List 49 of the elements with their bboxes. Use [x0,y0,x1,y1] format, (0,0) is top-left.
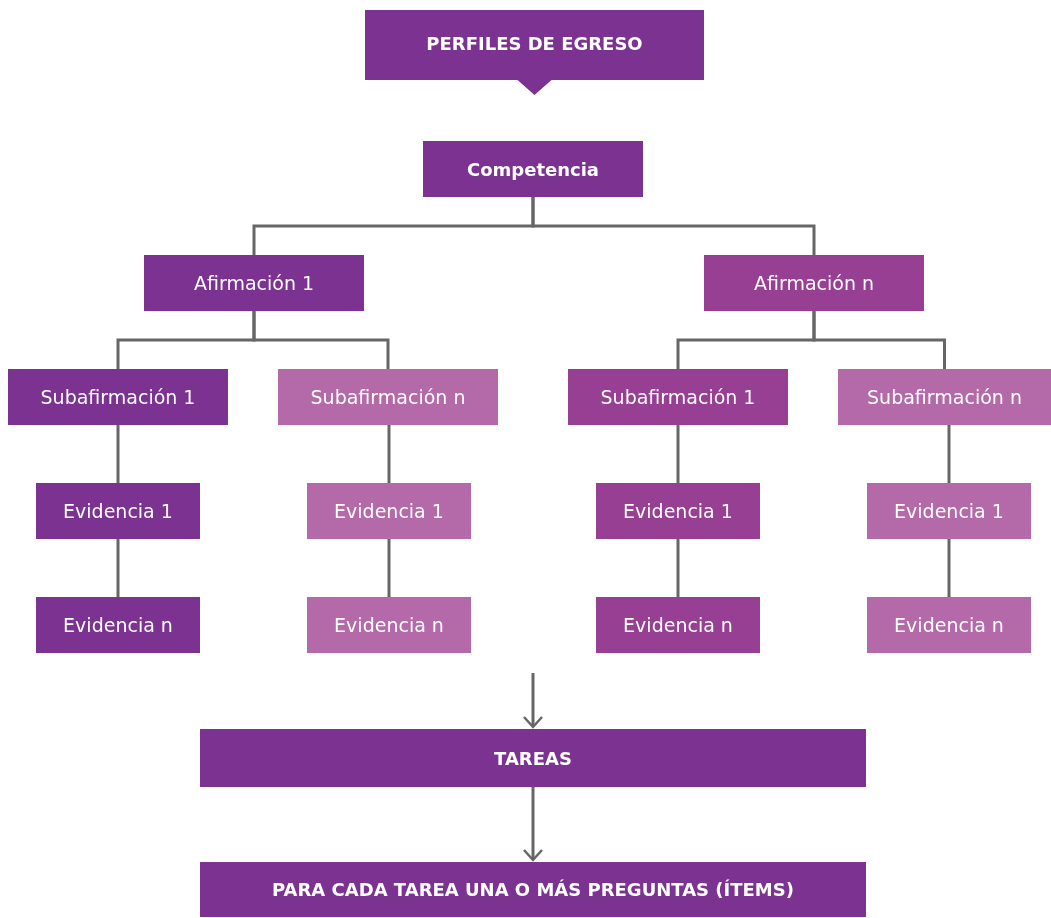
node-label: Evidencia n [894,614,1004,636]
connector-line [812,311,946,369]
node-label: Evidencia 1 [334,500,444,522]
process-box [144,255,364,311]
connector-line [947,425,951,483]
connector-line [252,311,390,369]
process-box [704,255,924,311]
arrow [522,673,544,729]
process-box [423,141,643,197]
process-box [596,597,760,653]
process-box [36,597,200,653]
node-label: PARA CADA TAREA UNA O MÁS PREGUNTAS (ÍTEMS) [272,879,794,900]
connector-line [676,425,680,483]
connector-line [531,197,816,255]
node-label: Evidencia 1 [894,500,1004,522]
node-label: Evidencia 1 [623,500,733,522]
node-label: Subafirmación n [867,386,1022,408]
connector-line [116,425,120,483]
node-label: Evidencia n [334,614,444,636]
connector-line [387,539,391,597]
process-box [867,597,1031,653]
node-label: Evidencia 1 [63,500,173,522]
process-box [278,369,498,425]
process-box [36,483,200,539]
node-label: Subafirmación n [310,386,466,408]
process-box [8,369,228,425]
node-label: Competencia [466,158,599,180]
connector-line [116,539,120,597]
connector-line [947,539,951,597]
node-label: TAREAS [494,747,572,769]
node-label: Evidencia n [623,614,733,636]
process-box [867,483,1031,539]
callout-box [365,10,704,95]
connector-line [387,425,391,483]
node-label: Evidencia n [63,614,173,636]
node-label: Afirmación 1 [193,272,315,294]
node-label: Afirmación n [753,272,875,294]
connector-line [676,539,680,597]
arrow [522,787,544,862]
process-box [200,862,866,917]
process-box [307,483,471,539]
node-label: Subafirmación 1 [600,386,756,408]
process-box [307,597,471,653]
process-box [568,369,788,425]
node-label: PERFILES DE EGRESO [426,33,643,54]
process-box [200,729,866,787]
process-box [838,369,1051,425]
node-label: Subafirmación 1 [40,386,196,408]
process-box [596,483,760,539]
